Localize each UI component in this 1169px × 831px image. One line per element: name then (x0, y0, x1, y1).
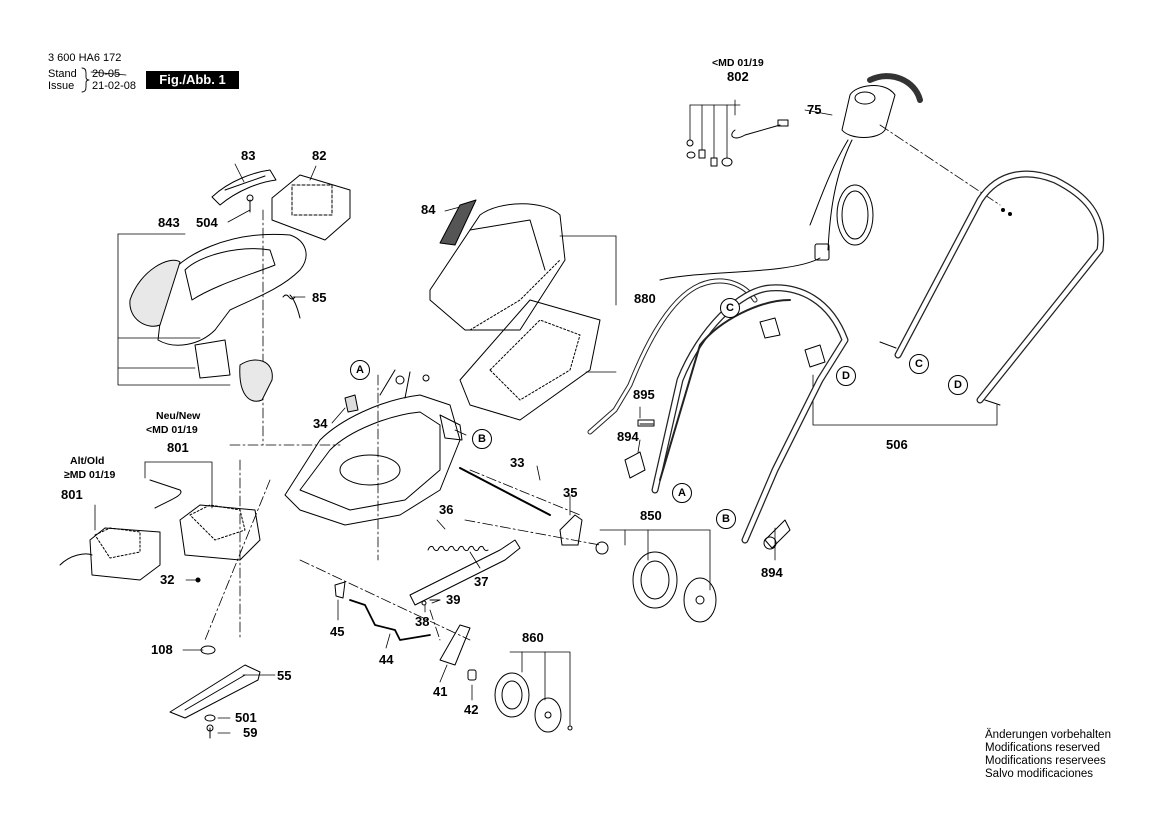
part-label-38: 38 (415, 614, 430, 629)
note-old-md: ≥MD 01/19 (64, 469, 116, 481)
part-44-wire (349, 599, 431, 641)
part-label-35: 35 (563, 485, 578, 500)
part-801-motor-new (149, 479, 261, 561)
part-880-grassbox (429, 203, 601, 421)
part-label-34: 34 (313, 416, 328, 431)
dash-dot-lines (204, 124, 1001, 641)
part-label-83: 83 (241, 148, 256, 163)
part-59-screw (206, 724, 214, 739)
part-label-860: 860 (522, 630, 544, 645)
part-handle-right (894, 170, 1105, 404)
part-label-504: 504 (196, 215, 218, 230)
part-label-55: 55 (277, 668, 292, 683)
part-501-washer (204, 714, 216, 722)
marker-c-handle: C (720, 298, 740, 318)
marker-c-right: C (909, 354, 929, 374)
note-new-label: Neu/New (156, 410, 201, 422)
part-label-85: 85 (312, 290, 327, 305)
part-label-59: 59 (243, 725, 258, 740)
part-35-bracket (559, 514, 583, 546)
part-label-82: 82 (312, 148, 327, 163)
part-82-cover (271, 174, 351, 241)
part-108-washer (200, 645, 216, 655)
disclaimer-line: Änderungen vorbehalten (985, 729, 1111, 741)
marker-d-right: D (948, 375, 968, 395)
part-label-843: 843 (158, 215, 180, 230)
part-label-801-new: 801 (167, 440, 189, 455)
disclaimer-line: Modifications reserved (985, 742, 1101, 754)
marker-a-handle: A (672, 483, 692, 503)
part-75-switch (659, 73, 923, 281)
note-new-md: <MD 01/19 (146, 424, 198, 436)
part-label-108: 108 (151, 642, 173, 657)
part-860-wheel (494, 672, 573, 733)
part-32-screw (195, 577, 201, 583)
part-label-33: 33 (510, 455, 525, 470)
part-85-spring (282, 294, 296, 300)
part-label-894-left: 894 (617, 429, 639, 444)
part-handle-upper (651, 284, 849, 544)
part-850-wheel (595, 541, 717, 623)
part-42-spacer (467, 669, 477, 681)
part-41-lever (439, 624, 471, 666)
handle-clips (637, 317, 1001, 427)
leader-lines (94, 99, 998, 734)
part-label-850: 850 (640, 508, 662, 523)
part-84-latch (439, 199, 477, 246)
part-38-39-screws (421, 599, 441, 606)
part-label-39: 39 (446, 592, 461, 607)
part-label-880: 880 (634, 291, 656, 306)
part-label-84: 84 (421, 202, 436, 217)
part-label-44: 44 (379, 652, 394, 667)
part-894-knob-right (763, 519, 791, 550)
part-83-grip (211, 169, 277, 206)
stand-label: Stand (48, 68, 77, 80)
part-label-75: 75 (807, 102, 822, 117)
part-deck (284, 369, 463, 526)
part-843-housing (129, 233, 307, 402)
figure-label: Fig./Abb. 1 (146, 71, 239, 89)
part-label-501: 501 (235, 710, 257, 725)
part-36-spring (427, 545, 489, 552)
part-label-41: 41 (433, 684, 448, 699)
part-label-42: 42 (464, 702, 479, 717)
part-label-45: 45 (330, 624, 345, 639)
part-handle-lower (587, 278, 758, 435)
modifications-disclaimer: Änderungen vorbehalten Modifications res… (985, 729, 1111, 781)
issue-label: Issue (48, 80, 75, 92)
part-37-lever (409, 539, 521, 606)
doc-number: 3 600 HA6 172 (48, 52, 122, 64)
marker-d-handle: D (836, 366, 856, 386)
part-55-blade (169, 664, 261, 719)
disclaimer-line: Salvo modificaciones (985, 768, 1094, 780)
part-label-36: 36 (439, 502, 454, 517)
part-label-32: 32 (160, 572, 175, 587)
part-45-clip (334, 581, 346, 599)
part-894-knob-left (624, 451, 646, 479)
part-label-802: 802 (727, 69, 749, 84)
part-label-895: 895 (633, 387, 655, 402)
part-33-axle (459, 467, 551, 516)
marker-b-handle: B (716, 509, 736, 529)
part-label-37: 37 (474, 574, 489, 589)
part-label-894-right: 894 (761, 565, 783, 580)
disclaimer-line: Modifications reservees (985, 755, 1106, 767)
part-504-screw (246, 194, 254, 213)
note-old-label: Alt/Old (70, 455, 105, 467)
part-label-506: 506 (886, 437, 908, 452)
part-801-motor-old (59, 527, 161, 581)
issue-date: 21-02-08 (92, 80, 137, 92)
marker-a-deck: A (350, 360, 370, 380)
note-802-md: <MD 01/19 (712, 57, 764, 69)
part-label-801-old: 801 (61, 487, 83, 502)
marker-b-deck: B (472, 429, 492, 449)
part-802-connectors (686, 119, 789, 167)
old-date: 20-05 (92, 68, 121, 80)
